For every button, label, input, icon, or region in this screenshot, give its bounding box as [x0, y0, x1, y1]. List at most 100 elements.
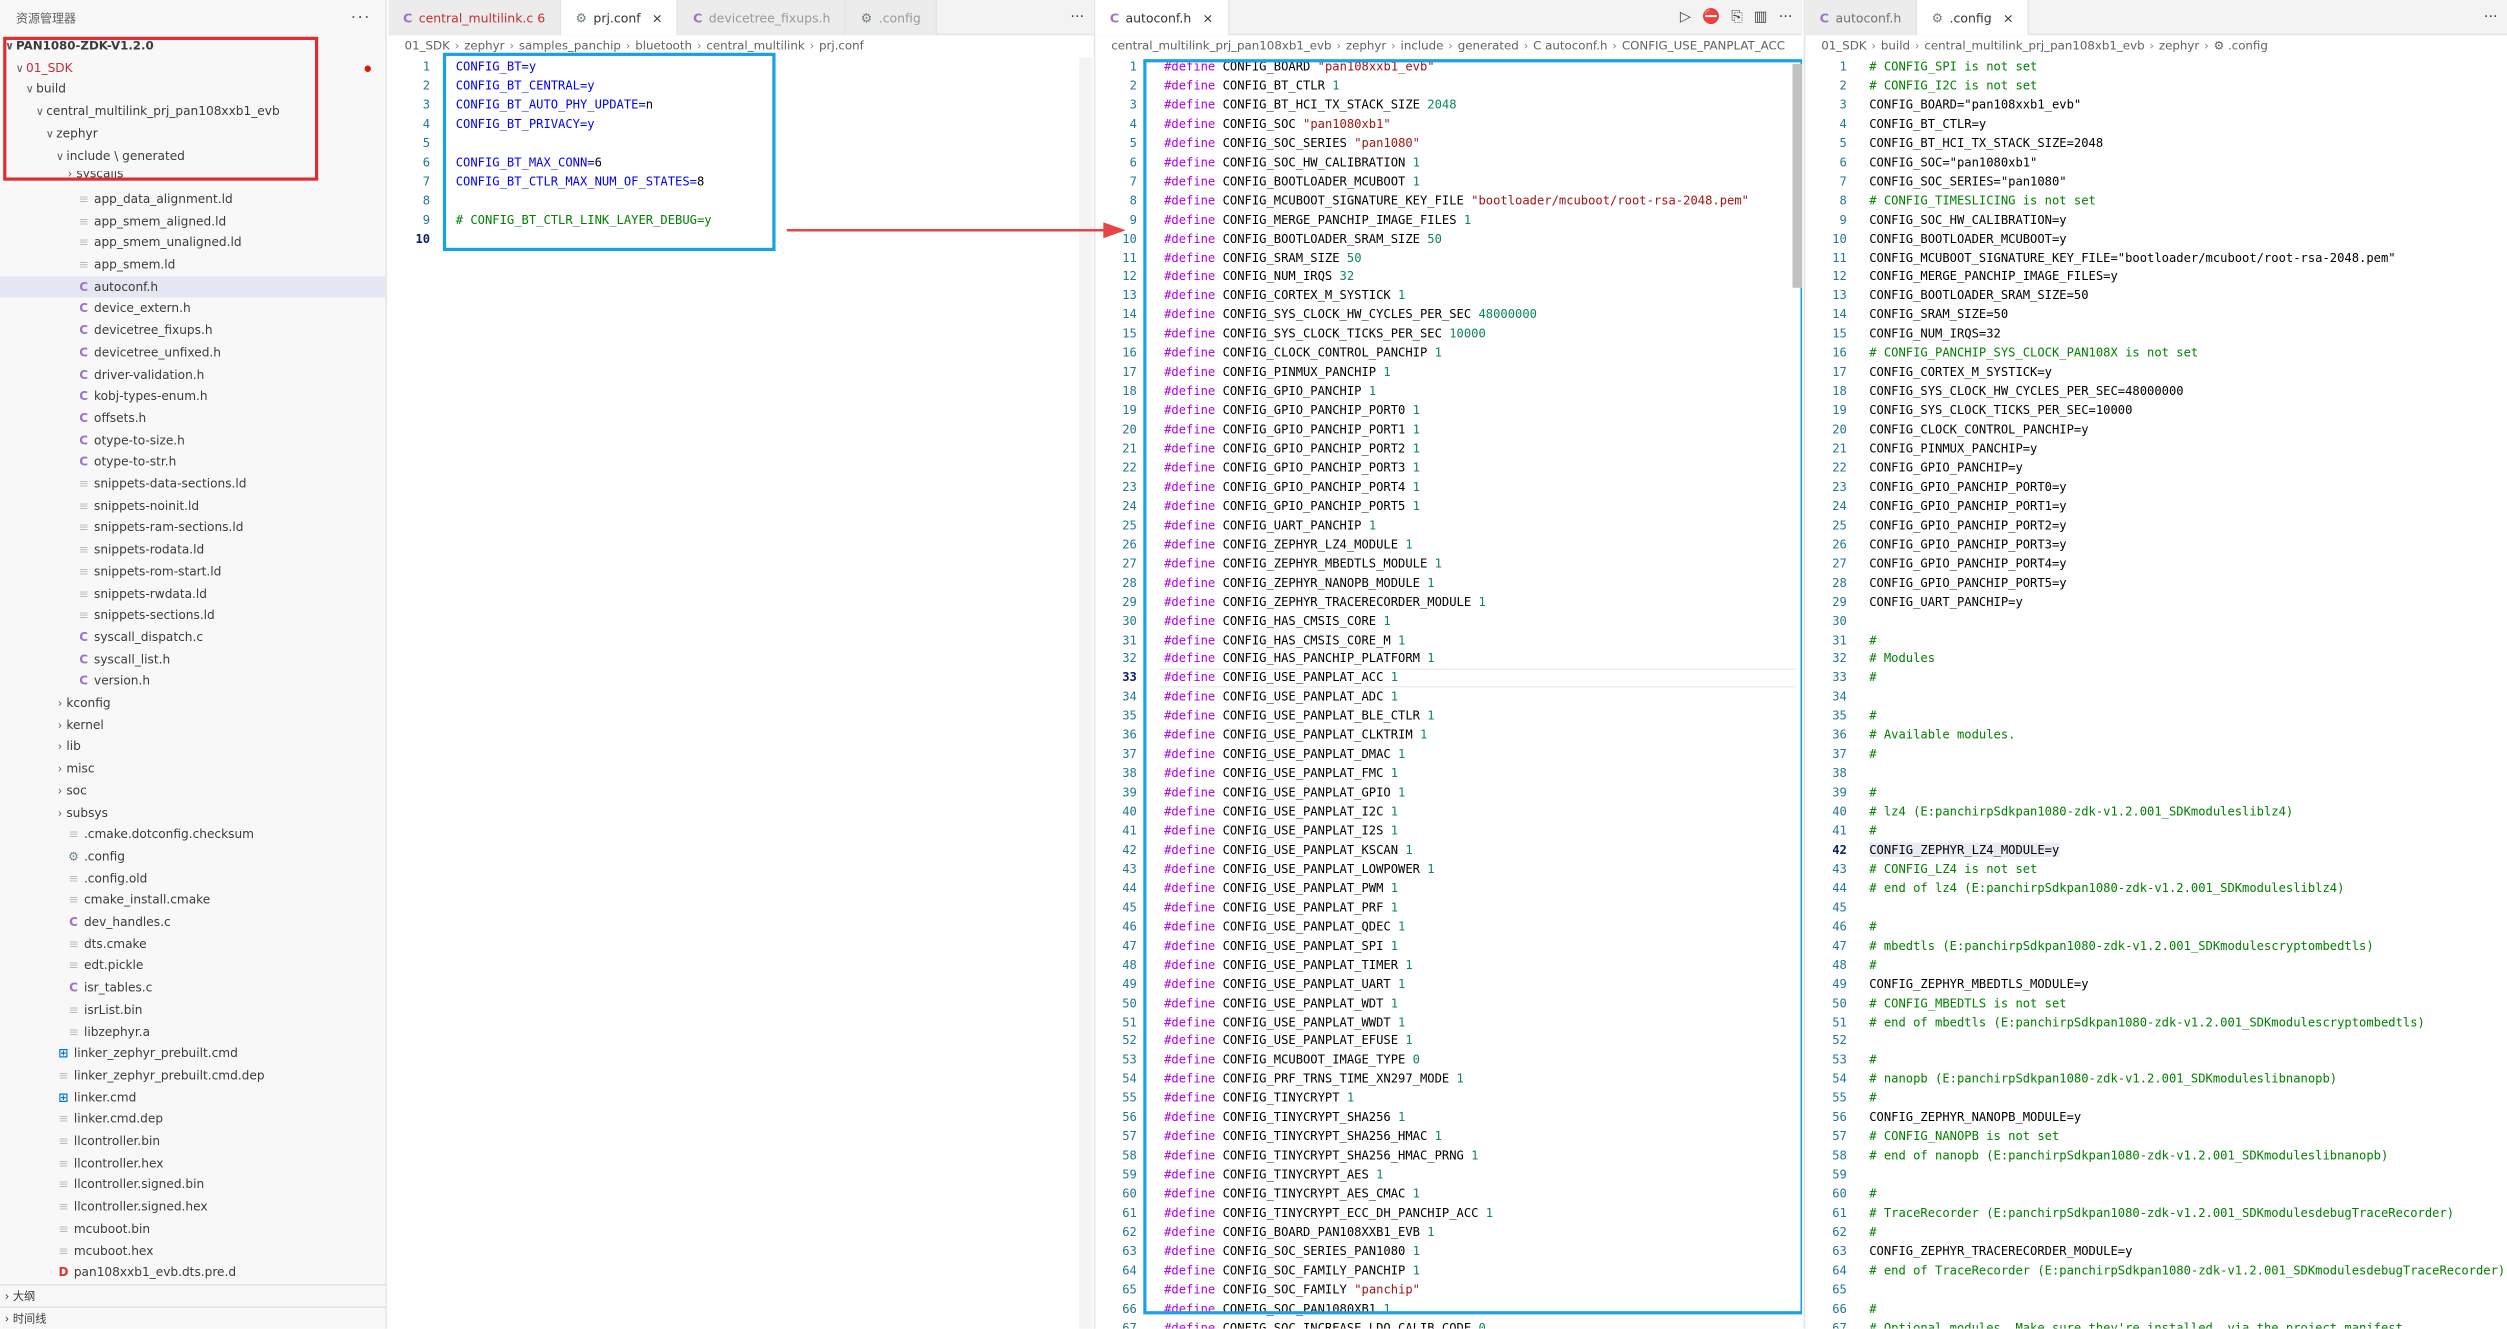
- tree-item[interactable]: ›kernel: [0, 714, 385, 736]
- tree-item[interactable]: ≡app_data_alignment.ld: [0, 189, 385, 211]
- close-icon[interactable]: ×: [2002, 10, 2014, 25]
- breadcrumb-item[interactable]: zephyr: [1345, 38, 1387, 53]
- tree-item[interactable]: ⚙.config: [0, 846, 385, 868]
- tree-root[interactable]: ∨PAN1080-ZDK-V1.2.0: [0, 35, 385, 57]
- breadcrumb-item[interactable]: prj.conf: [819, 38, 864, 53]
- tree-item[interactable]: ›soc: [0, 780, 385, 802]
- breadcrumb-item[interactable]: 01_SDK: [404, 38, 450, 53]
- tree-item[interactable]: ≡isrList.bin: [0, 999, 385, 1021]
- tree-item[interactable]: ≡linker.cmd.dep: [0, 1109, 385, 1131]
- tree-item[interactable]: ≡llcontroller.bin: [0, 1130, 385, 1152]
- more-actions-icon[interactable]: ···: [2483, 9, 2498, 26]
- tree-item[interactable]: ≡snippets-noinit.ld: [0, 495, 385, 517]
- tree-item[interactable]: ∨zephyr: [0, 123, 385, 145]
- tree-item[interactable]: ≡snippets-rodata.ld: [0, 539, 385, 561]
- tab--config[interactable]: ⚙.config: [846, 0, 937, 36]
- split-copy-icon[interactable]: ⎘: [1731, 9, 1743, 26]
- tree-item[interactable]: ∨central_multilink_prj_pan108xxb1_evb: [0, 101, 385, 123]
- tree-item[interactable]: ≡.config.old: [0, 868, 385, 890]
- tree-item[interactable]: ›subsys: [0, 802, 385, 824]
- more-actions-icon[interactable]: ···: [1070, 9, 1085, 26]
- breadcrumb-item[interactable]: generated: [1457, 38, 1519, 53]
- tree-item[interactable]: ≡snippets-ram-sections.ld: [0, 517, 385, 539]
- tree-item[interactable]: ≡edt.pickle: [0, 955, 385, 977]
- run-icon[interactable]: ▷: [1679, 9, 1691, 26]
- close-icon[interactable]: ×: [651, 10, 663, 25]
- tree-item[interactable]: ›kconfig: [0, 692, 385, 714]
- outline-section[interactable]: › 大纲: [0, 1283, 386, 1307]
- debug-disable-icon[interactable]: ⛔: [1702, 9, 1721, 26]
- more-actions-icon[interactable]: ···: [350, 8, 371, 27]
- breadcrumb-item[interactable]: bluetooth: [635, 38, 693, 53]
- tree-item[interactable]: ≡llcontroller.hex: [0, 1152, 385, 1174]
- breadcrumb-item[interactable]: 01_SDK: [1821, 38, 1867, 53]
- breadcrumb-item[interactable]: central_multilink_prj_pan108xb1_evb: [1111, 38, 1332, 53]
- tree-item[interactable]: ≡app_smem_unaligned.ld: [0, 232, 385, 254]
- scrollbar[interactable]: [1079, 57, 1093, 1329]
- tab--config[interactable]: ⚙.config×: [1917, 0, 2030, 36]
- tree-item[interactable]: ⊞linker_zephyr_prebuilt.cmd: [0, 1043, 385, 1065]
- breadcrumb-item[interactable]: central_multilink: [706, 38, 805, 53]
- breadcrumb-item[interactable]: build: [1880, 38, 1911, 53]
- tree-item[interactable]: ≡app_smem.ld: [0, 254, 385, 276]
- tree-item[interactable]: ∨include \ generated: [0, 145, 385, 167]
- timeline-section[interactable]: › 时间线: [0, 1306, 386, 1329]
- define-keyword: #define: [1164, 173, 1216, 189]
- tree-item[interactable]: ›syscalls: [0, 171, 385, 182]
- tree-item[interactable]: ≡snippets-rom-start.ld: [0, 561, 385, 583]
- tree-item[interactable]: ≡snippets-sections.ld: [0, 605, 385, 627]
- code-editor[interactable]: 1#define CONFIG_BOARD "pan108xxb1_evb"2#…: [1095, 58, 1802, 1329]
- tree-item[interactable]: ≡snippets-data-sections.ld: [0, 473, 385, 495]
- breadcrumb-item[interactable]: central_multilink_prj_pan108xb1_evb: [1924, 38, 2145, 53]
- breadcrumb-item[interactable]: C autoconf.h: [1533, 38, 1608, 53]
- tree-item[interactable]: ∨build: [0, 79, 385, 101]
- tree-item[interactable]: ›lib: [0, 736, 385, 758]
- split-editor-icon[interactable]: ▥: [1753, 9, 1768, 26]
- breadcrumb-item[interactable]: include: [1400, 38, 1444, 53]
- more-actions-icon[interactable]: ···: [1778, 9, 1793, 26]
- tree-item[interactable]: ≡.cmake.dotconfig.checksum: [0, 824, 385, 846]
- breadcrumb-item[interactable]: zephyr: [464, 38, 505, 53]
- tree-item[interactable]: ≡mcuboot.bin: [0, 1218, 385, 1240]
- close-icon[interactable]: ×: [1202, 10, 1214, 25]
- tree-item[interactable]: ≡mcuboot.hex: [0, 1240, 385, 1262]
- tree-item[interactable]: ∨01_SDK: [0, 57, 385, 79]
- tree-item[interactable]: ≡dts.cmake: [0, 933, 385, 955]
- breadcrumb-item[interactable]: ⚙ .config: [2213, 38, 2268, 53]
- tree-item[interactable]: ≡libzephyr.a: [0, 1021, 385, 1043]
- breadcrumb-item[interactable]: zephyr: [2158, 38, 2200, 53]
- tree-item[interactable]: ≡linker_zephyr_prebuilt.cmd.dep: [0, 1065, 385, 1087]
- tree-item[interactable]: ≡app_smem_aligned.ld: [0, 210, 385, 232]
- scrollbar-thumb[interactable]: [1792, 63, 1803, 288]
- tree-item[interactable]: ⊞linker.cmd: [0, 1087, 385, 1109]
- tree-item[interactable]: ≡snippets-rwdata.ld: [0, 583, 385, 605]
- tree-item[interactable]: ≡cmake_install.cmake: [0, 890, 385, 912]
- tab-prj-conf[interactable]: ⚙prj.conf×: [561, 0, 679, 36]
- breadcrumb-item[interactable]: CONFIG_USE_PANPLAT_ACC: [1621, 38, 1786, 53]
- tree-item[interactable]: ≡llcontroller.signed.hex: [0, 1196, 385, 1218]
- tree-item[interactable]: ›misc: [0, 758, 385, 780]
- tree-item[interactable]: ≡llcontroller.signed.bin: [0, 1174, 385, 1196]
- breadcrumb-item[interactable]: samples_panchip: [518, 38, 621, 53]
